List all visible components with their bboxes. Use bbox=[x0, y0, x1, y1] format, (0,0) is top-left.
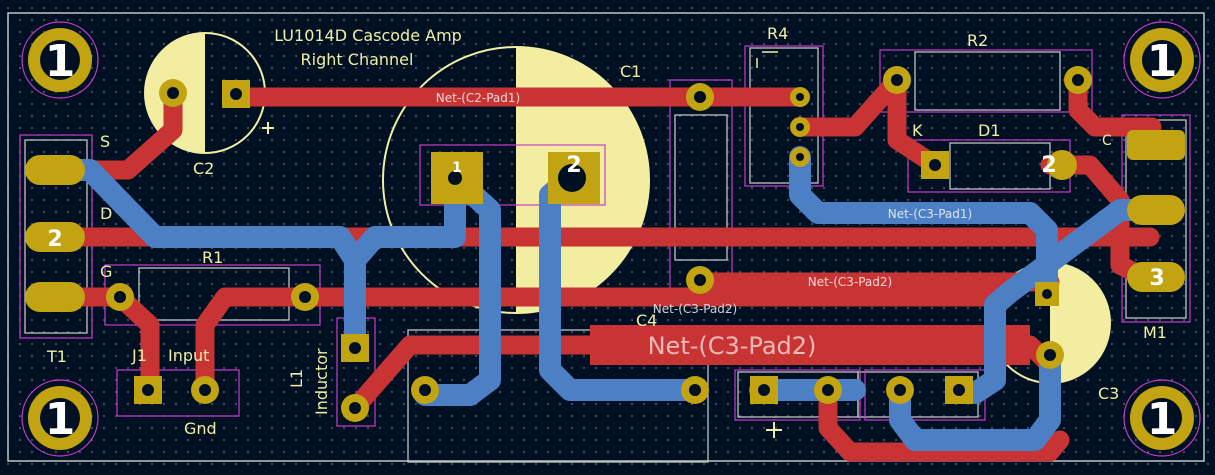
c1-pad1-number: 1 bbox=[452, 160, 462, 176]
c1-pad2-number: 2 bbox=[566, 153, 581, 178]
board-title-line2: Right Channel bbox=[301, 50, 414, 69]
j1-gnd-label: Gnd bbox=[184, 419, 217, 438]
net-label-c3-pad2-upper: Net-(C3-Pad2) bbox=[808, 275, 892, 289]
d1-ref: D1 bbox=[978, 121, 1001, 140]
t1-source-s: S bbox=[100, 132, 110, 151]
net-label-c3-pad2-pour: Net-(C3-Pad2) bbox=[648, 332, 817, 360]
mounting-hole-label-tl: 1 bbox=[45, 36, 76, 87]
c1-silkscreen bbox=[382, 46, 650, 314]
square-pads bbox=[134, 80, 1059, 404]
board-edge bbox=[7, 12, 1205, 462]
r4-ref: R4 bbox=[767, 24, 788, 43]
t1-gate-g: G bbox=[100, 262, 112, 281]
r4-marker bbox=[756, 51, 778, 68]
c1-ref: C1 bbox=[620, 62, 641, 81]
j1-ref: J1 bbox=[131, 346, 147, 365]
l1-inductor-label: Inductor bbox=[312, 348, 331, 415]
d1-pad2-number: 2 bbox=[1041, 153, 1056, 178]
net-label-c3-pad2-lower: Net-(C3-Pad2) bbox=[653, 302, 737, 316]
c3-ref: C3 bbox=[1098, 384, 1119, 403]
plus-marker bbox=[766, 422, 782, 438]
t1-pad2-number: 2 bbox=[47, 227, 62, 252]
l1-ref: L1 bbox=[287, 369, 306, 388]
net-label-c2-pad1: Net-(C2-Pad1) bbox=[436, 91, 520, 105]
c4-ref: C4 bbox=[636, 311, 657, 330]
d1-cathode-k: K bbox=[912, 121, 923, 140]
j1-input-label: Input bbox=[168, 346, 209, 365]
oval-pads bbox=[25, 130, 1185, 312]
c2-ref: C2 bbox=[193, 159, 214, 178]
t1-ref: T1 bbox=[46, 347, 67, 366]
mounting-hole-label-bl: 1 bbox=[45, 394, 76, 445]
r2-ref: R2 bbox=[967, 31, 988, 50]
board-title-line1: LU1014D Cascode Amp bbox=[274, 26, 462, 45]
c3-pad2-pour bbox=[590, 325, 1030, 365]
m1-pad3-number: 3 bbox=[1149, 266, 1164, 291]
r1-ref: R1 bbox=[202, 248, 223, 267]
mounting-hole-label-br: 1 bbox=[1147, 394, 1178, 445]
t1-drain-d: D bbox=[100, 204, 112, 223]
m1-ref: M1 bbox=[1143, 323, 1167, 342]
mounting-hole-label-tr: 1 bbox=[1147, 36, 1178, 87]
net-label-c3-pad1: Net-(C3-Pad1) bbox=[888, 207, 972, 221]
round-pads bbox=[106, 66, 1092, 422]
mounting-holes: 1 1 1 1 bbox=[28, 28, 1194, 450]
m1-collector-c: C bbox=[1102, 133, 1112, 149]
